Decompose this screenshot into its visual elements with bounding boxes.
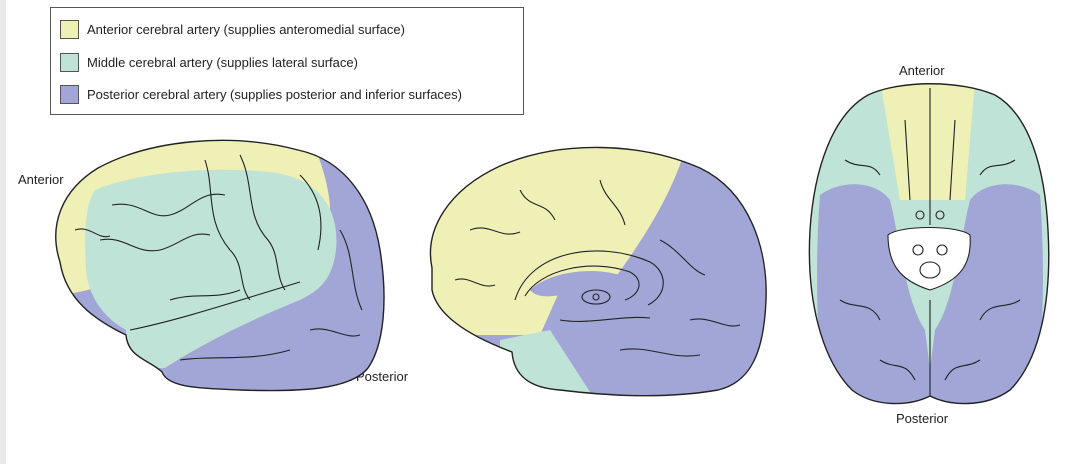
lateral-brain-view (55, 139, 385, 392)
legend-item-middle: Middle cerebral artery (supplies lateral… (60, 51, 358, 73)
lateral-posterior-label: Posterior (356, 369, 409, 384)
legend-label-posterior: Posterior cerebral artery (supplies post… (87, 86, 462, 102)
legend-swatch-middle (60, 52, 79, 72)
inferior-posterior-label: Posterior (896, 411, 949, 426)
inferior-brain-view (808, 83, 1050, 405)
lateral-anterior-label: Anterior (18, 172, 64, 187)
left-edge-strip (0, 0, 6, 464)
inferior-anterior-label: Anterior (899, 63, 945, 78)
legend-swatch-anterior (60, 19, 79, 39)
legend-box: Anterior cerebral artery (supplies anter… (50, 7, 524, 115)
legend-item-posterior: Posterior cerebral artery (supplies post… (60, 83, 462, 105)
medial-brain-view (429, 146, 767, 397)
legend-label-anterior: Anterior cerebral artery (supplies anter… (87, 21, 405, 37)
legend-label-middle: Middle cerebral artery (supplies lateral… (87, 54, 358, 70)
legend-swatch-posterior (60, 84, 79, 104)
legend-item-anterior: Anterior cerebral artery (supplies anter… (60, 18, 405, 40)
